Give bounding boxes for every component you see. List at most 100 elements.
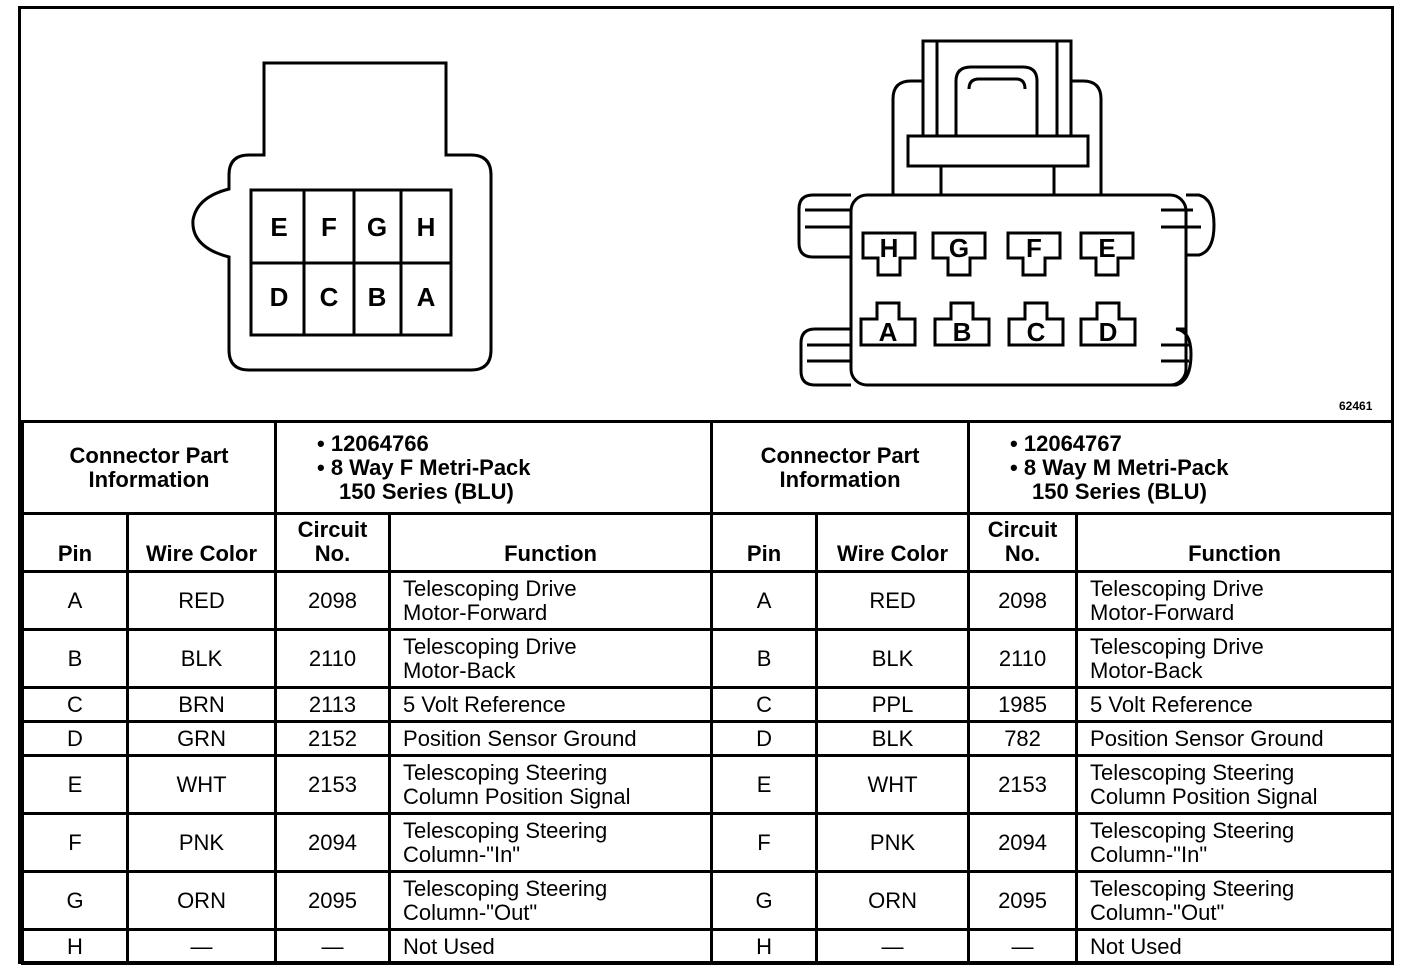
left-pin-label: D bbox=[270, 282, 289, 312]
function-line: Telescoping Steering bbox=[403, 875, 608, 901]
right-part-series: 150 Series (BLU) bbox=[1032, 478, 1207, 504]
right-pin-label: C bbox=[1027, 317, 1046, 347]
function-cell: Position Sensor Ground bbox=[1075, 720, 1395, 757]
header-function: Function bbox=[1075, 512, 1395, 573]
function-line: Column Position Signal bbox=[403, 783, 631, 809]
right-part-info: • 12064767 • 8 Way M Metri-Pack 150 Seri… bbox=[967, 420, 1395, 515]
wire-color-cell: PPL bbox=[815, 686, 971, 723]
wire-color-cell: PNK bbox=[815, 812, 971, 873]
header-pin: Pin bbox=[710, 512, 819, 573]
right-pin-label: H bbox=[880, 233, 899, 263]
pin-cell: E bbox=[21, 754, 129, 815]
function-line: Not Used bbox=[1090, 933, 1182, 959]
pin-cell: G bbox=[21, 870, 129, 931]
function-line: 5 Volt Reference bbox=[403, 691, 566, 717]
connector-diagram-area: E F G H D C B A bbox=[21, 9, 1391, 420]
pin-cell: B bbox=[21, 628, 129, 689]
circuit-cell: 2095 bbox=[967, 870, 1079, 931]
right-connector bbox=[797, 39, 1216, 387]
function-line: Position Sensor Ground bbox=[403, 725, 637, 751]
wire-color-cell: WHT bbox=[815, 754, 971, 815]
pin-cell: D bbox=[710, 720, 819, 757]
pin-cell: C bbox=[710, 686, 819, 723]
function-line: Column-"In" bbox=[403, 841, 521, 867]
wire-color-cell: BLK bbox=[815, 628, 971, 689]
function-line: Telescoping Steering bbox=[1090, 875, 1295, 901]
right-info-label: Connector Part Information bbox=[710, 420, 971, 515]
function-line: Not Used bbox=[403, 933, 495, 959]
circuit-cell: 2098 bbox=[967, 570, 1079, 631]
right-part-number: • 12064767 bbox=[1010, 430, 1122, 456]
header-function: Function bbox=[388, 512, 714, 573]
circuit-cell: 2153 bbox=[967, 754, 1079, 815]
right-pin-label: B bbox=[953, 317, 972, 347]
connector-sheet: E F G H D C B A bbox=[18, 6, 1395, 965]
left-pin-label: C bbox=[320, 282, 339, 312]
pin-cell: F bbox=[21, 812, 129, 873]
left-pin-label: F bbox=[321, 212, 337, 242]
circuit-cell: 2153 bbox=[274, 754, 392, 815]
pin-cell: F bbox=[710, 812, 819, 873]
left-pin-label: E bbox=[270, 212, 287, 242]
circuit-cell: 2110 bbox=[967, 628, 1079, 689]
left-part-number: • 12064766 bbox=[317, 430, 429, 456]
wire-color-cell: — bbox=[815, 928, 971, 965]
circuit-cell: 2095 bbox=[274, 870, 392, 931]
function-line: Telescoping Drive bbox=[1090, 633, 1264, 659]
header-row: Pin Wire Color Circuit No. Function Pin … bbox=[21, 512, 1395, 573]
circuit-cell: 2113 bbox=[274, 686, 392, 723]
function-cell: Position Sensor Ground bbox=[388, 720, 714, 757]
pin-cell: C bbox=[21, 686, 129, 723]
right-part-desc: • 8 Way M Metri-Pack bbox=[1010, 454, 1229, 480]
left-part-desc: • 8 Way F Metri-Pack bbox=[317, 454, 531, 480]
connector-info-row: Connector Part Information • 12064766 • … bbox=[20, 420, 1395, 515]
right-pin-label: F bbox=[1026, 233, 1042, 263]
function-cell: Not Used bbox=[388, 928, 714, 965]
left-connector-body bbox=[191, 61, 493, 372]
header-circuit: Circuit No. bbox=[967, 512, 1079, 573]
function-line: Column Position Signal bbox=[1090, 783, 1318, 809]
circuit-cell: 2094 bbox=[967, 812, 1079, 873]
circuit-cell: 2098 bbox=[274, 570, 392, 631]
circuit-cell: 1985 bbox=[967, 686, 1079, 723]
function-line: Telescoping Steering bbox=[1090, 759, 1295, 785]
circuit-cell: 2094 bbox=[274, 812, 392, 873]
wire-color-cell: RED bbox=[125, 570, 278, 631]
function-line: Telescoping Steering bbox=[403, 759, 608, 785]
connector-drawings: E F G H D C B A bbox=[191, 39, 1216, 387]
right-pin-label: D bbox=[1099, 317, 1118, 347]
pin-cell: E bbox=[710, 754, 819, 815]
wire-color-cell: BLK bbox=[125, 628, 278, 689]
pin-cell: D bbox=[21, 720, 129, 757]
function-line: Motor-Forward bbox=[1090, 599, 1235, 625]
pin-cell: B bbox=[710, 628, 819, 689]
left-pin-label: B bbox=[368, 282, 387, 312]
function-line: Motor-Back bbox=[403, 657, 516, 683]
left-info-label: Connector Part Information bbox=[20, 420, 278, 515]
pin-cell: H bbox=[710, 928, 819, 965]
right-pin-label: E bbox=[1098, 233, 1115, 263]
header-pin: Pin bbox=[21, 512, 129, 573]
wire-color-cell: GRN bbox=[125, 720, 278, 757]
function-line: Telescoping Steering bbox=[1090, 817, 1295, 843]
left-part-info: • 12064766 • 8 Way F Metri-Pack 150 Seri… bbox=[274, 420, 714, 515]
function-line: Column-"In" bbox=[1090, 841, 1208, 867]
function-line: Telescoping Drive bbox=[403, 575, 577, 601]
left-pin-label: G bbox=[367, 212, 387, 242]
wire-color-cell: BRN bbox=[125, 686, 278, 723]
function-line: Position Sensor Ground bbox=[1090, 725, 1324, 751]
